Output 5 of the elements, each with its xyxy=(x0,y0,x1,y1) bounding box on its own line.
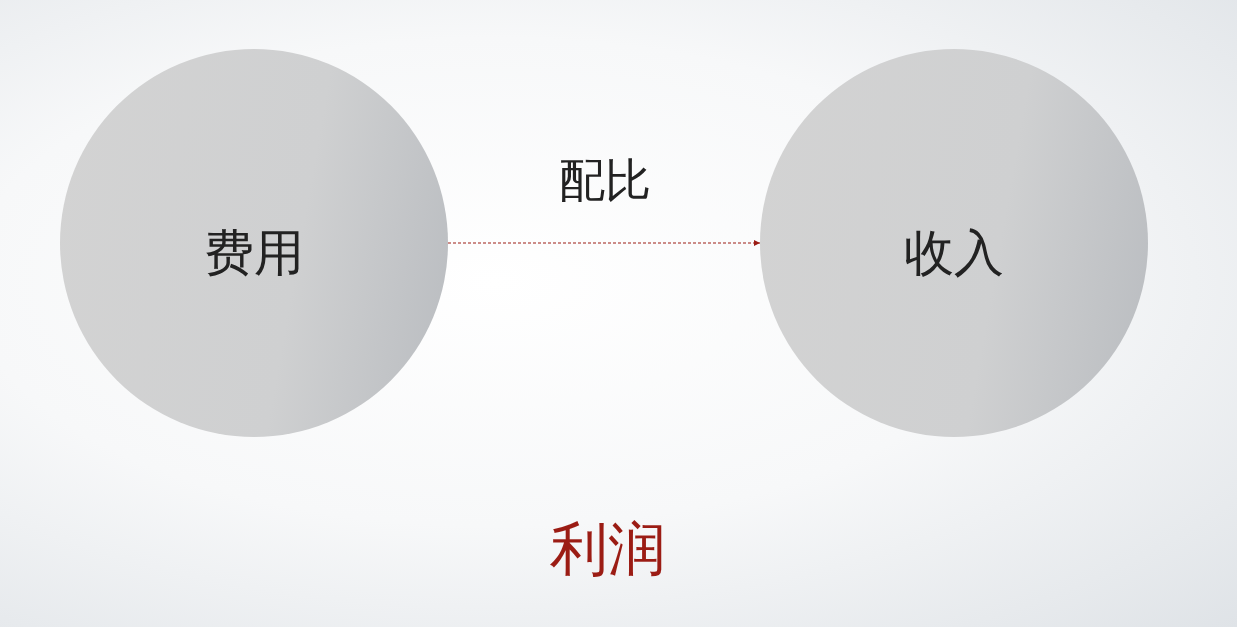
arrow xyxy=(447,240,761,246)
node-label: 费用 xyxy=(204,222,304,284)
node-label: 收入 xyxy=(904,222,1004,284)
caption-text: 利润 xyxy=(550,514,666,585)
edge-label: 配比 xyxy=(559,152,651,209)
